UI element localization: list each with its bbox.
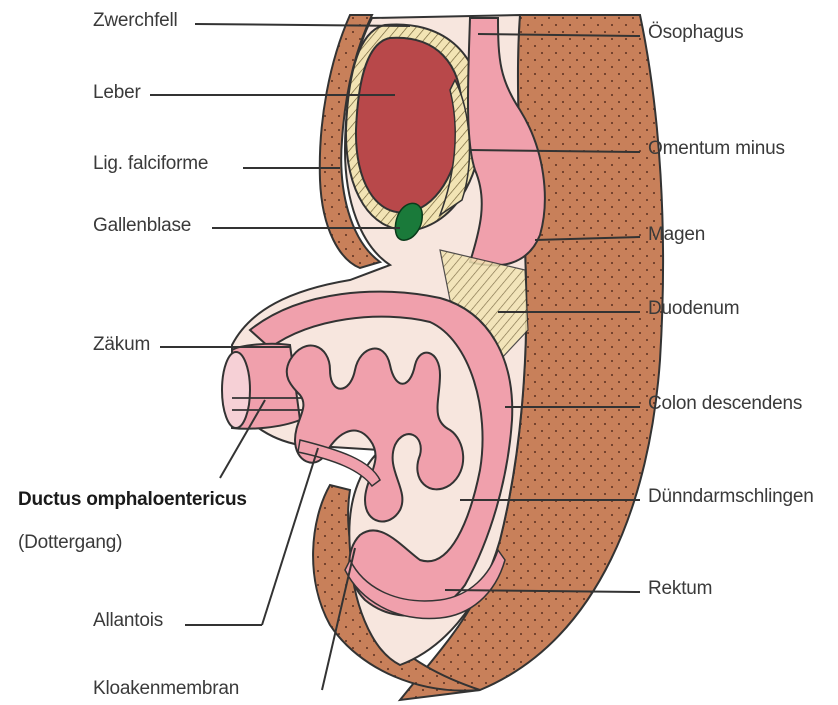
label-allantois: Allantois	[93, 610, 163, 632]
label-leber: Leber	[93, 82, 141, 104]
yolk-stalk-opening	[222, 352, 250, 428]
label-kloakenmembran: Kloakenmembran	[93, 678, 239, 700]
label-ductus-omphaloentericus: Ductus omphaloentericus	[18, 489, 247, 511]
label-zakum: Zäkum	[93, 334, 150, 356]
label-lig-falciforme: Lig. falciforme	[93, 153, 208, 175]
label-colon-descendens: Colon descendens	[648, 393, 802, 415]
label-dottergang: (Dottergang)	[18, 532, 122, 554]
label-zwerchfell: Zwerchfell	[93, 10, 178, 32]
label-omentum-minus: Omentum minus	[648, 138, 785, 160]
label-magen: Magen	[648, 224, 705, 246]
label-gallenblase: Gallenblase	[93, 215, 191, 237]
label-duodenum: Duodenum	[648, 298, 739, 320]
label-dunndarmschlingen: Dünndarmschlingen	[648, 486, 814, 508]
label-osophagus: Ösophagus	[648, 22, 743, 44]
label-rektum: Rektum	[648, 578, 712, 600]
